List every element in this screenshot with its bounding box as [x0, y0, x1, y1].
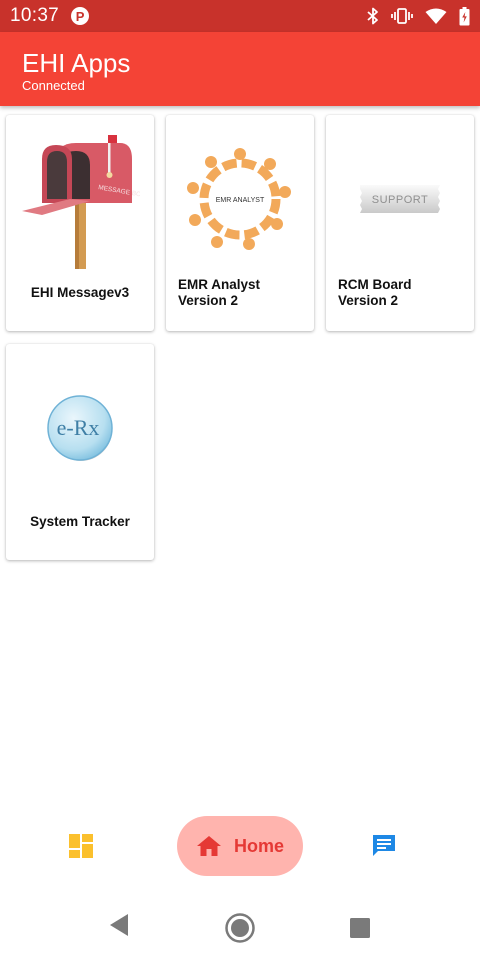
- nav-dashboard[interactable]: [56, 826, 106, 866]
- app-label: EMR Analyst Version 2: [178, 277, 261, 308]
- bottom-navigation: Home: [0, 800, 480, 890]
- vibrate-icon: [391, 8, 413, 24]
- erx-text: e-Rx: [57, 415, 100, 440]
- app-card-emr-analyst[interactable]: EMR ANALYST EMR Analyst Version 2: [166, 115, 314, 331]
- app-bar: EHI Apps Connected: [0, 32, 480, 106]
- app-card-system-tracker[interactable]: e-Rx System Tracker: [6, 344, 154, 560]
- battery-icon: [459, 6, 470, 25]
- app-title: EHI Apps: [22, 48, 131, 78]
- home-icon: [196, 836, 221, 856]
- chat-icon: [373, 835, 395, 856]
- status-time: 10:37: [10, 5, 60, 26]
- back-icon[interactable]: [108, 912, 130, 938]
- connection-status: Connected: [22, 78, 85, 93]
- emr-analyst-text: EMR ANALYST: [216, 197, 265, 204]
- support-icon: SUPPORT: [360, 185, 440, 213]
- app-thumbnail: MESSAGE BOX: [6, 129, 154, 269]
- status-icons: [367, 6, 470, 26]
- app-thumbnail: SUPPORT: [326, 129, 474, 269]
- app-card-ehi-messagev3[interactable]: MESSAGE BOX EHI Messagev3: [6, 115, 154, 331]
- app-thumbnail: e-Rx: [6, 358, 154, 498]
- support-text: SUPPORT: [372, 194, 428, 206]
- recents-icon[interactable]: [349, 917, 371, 939]
- system-navigation-bar: [0, 890, 480, 960]
- app-label: RCM Board Version 2: [338, 277, 412, 308]
- erx-icon: e-Rx: [47, 395, 113, 461]
- p-icon: P: [71, 7, 90, 25]
- app-thumbnail: EMR ANALYST: [166, 129, 314, 269]
- status-bar: 10:37 P: [0, 0, 480, 32]
- nav-home[interactable]: Home: [177, 816, 303, 876]
- nav-chat[interactable]: [360, 826, 408, 866]
- home-circle-icon[interactable]: [224, 912, 256, 944]
- nav-home-label: Home: [233, 835, 284, 856]
- bluetooth-icon: [367, 7, 378, 25]
- app-card-rcm-board[interactable]: SUPPORT RCM Board Version 2: [326, 115, 474, 331]
- dashboard-icon: [69, 834, 93, 858]
- emr-analyst-icon: EMR ANALYST: [187, 148, 291, 250]
- mailbox-icon: MESSAGE BOX: [22, 135, 140, 269]
- wifi-icon: [425, 8, 447, 24]
- app-label: System Tracker: [30, 514, 130, 529]
- app-label: EHI Messagev3: [30, 285, 130, 300]
